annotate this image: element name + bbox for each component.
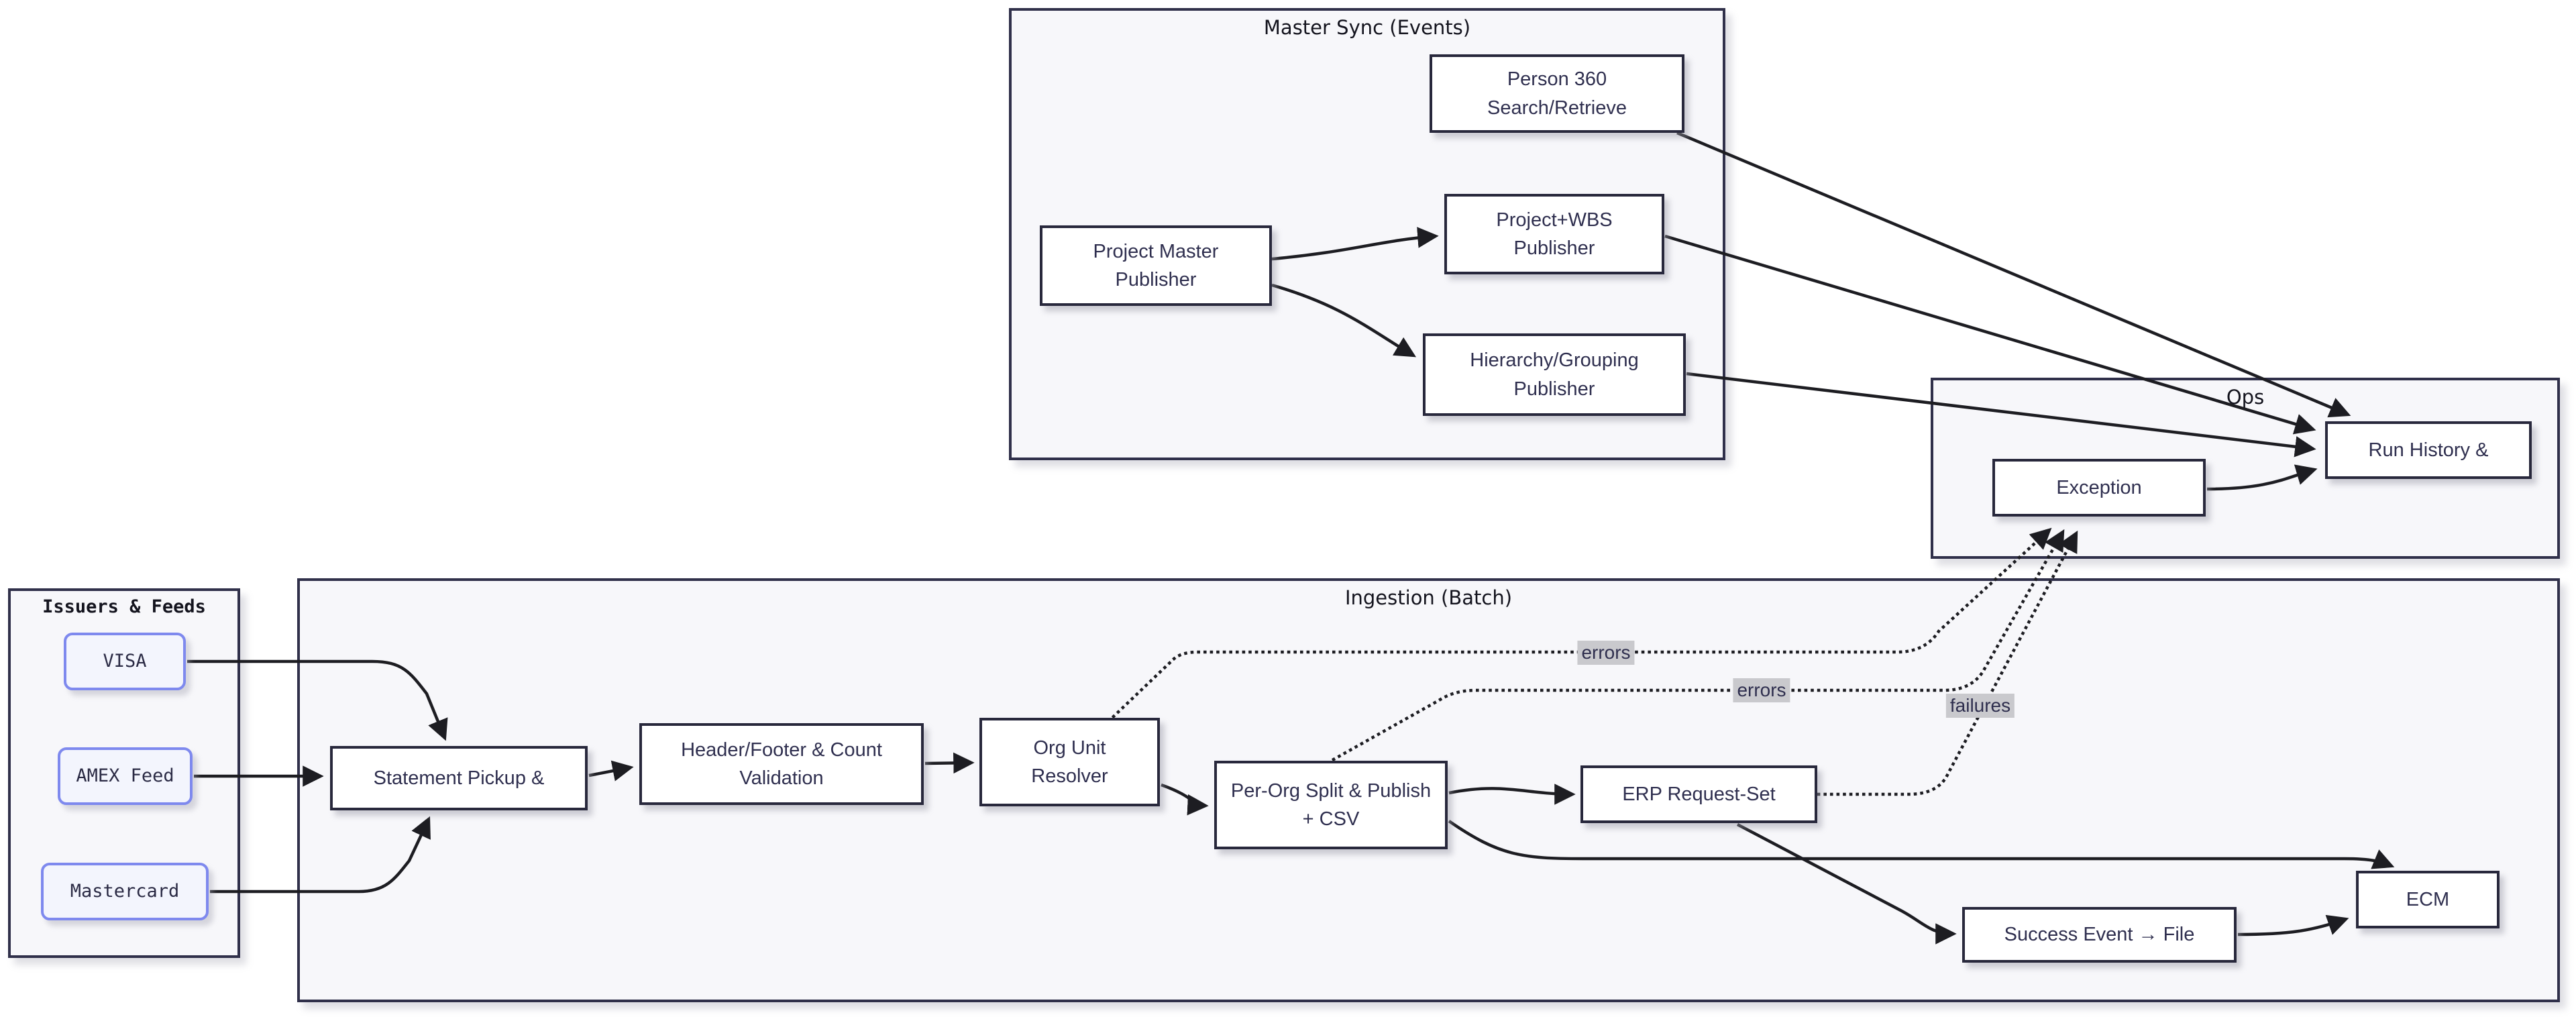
edge-label-failures-erp: failures — [1945, 694, 2015, 718]
node-statement-pickup-label: Statement Pickup & — [373, 767, 545, 789]
node-run-history: Run History & — [2325, 421, 2532, 479]
node-project-master-publisher: Project Master Publisher — [1040, 225, 1272, 306]
edge-pickup-to-header-footer — [588, 760, 634, 782]
edge-mastercard-to-pickup — [210, 816, 431, 894]
node-mastercard-label: Mastercard — [70, 881, 180, 902]
node-statement-pickup: Statement Pickup & — [330, 746, 588, 810]
edge-per-org-errors-to-exception — [1331, 529, 2065, 762]
node-visa-label: VISA — [103, 651, 147, 672]
cluster-master-sync-title: Master Sync (Events) — [1263, 16, 1471, 39]
edge-visa-to-pickup — [187, 659, 448, 741]
node-exception-label: Exception — [2056, 476, 2142, 498]
node-visa: VISA — [64, 633, 186, 690]
edge-success-event-to-ecm — [2237, 914, 2349, 936]
node-mastercard: Mastercard — [41, 863, 209, 920]
node-exception: Exception — [1992, 459, 2206, 517]
edge-hierarchy-to-run-history — [1686, 372, 2316, 458]
node-ecm: ECM — [2356, 871, 2500, 928]
node-success-event-file: Success Event → File — [1962, 907, 2237, 963]
node-erp-label: ERP Request-Set — [1622, 783, 1776, 805]
node-per-org-label: Per-Org Split & Publish + CSV — [1230, 780, 1432, 830]
edge-erp-failures-to-exception — [1817, 530, 2079, 796]
node-person360-search-retrieve: Person 360 Search/Retrieve — [1430, 54, 1684, 133]
edge-project-wbs-to-run-history — [1664, 234, 2316, 435]
edge-erp-to-success-event — [1736, 823, 1957, 945]
node-erp-request-set: ERP Request-Set — [1580, 765, 1817, 823]
node-hierarchy-grouping-publisher: Hierarchy/Grouping Publisher — [1423, 333, 1686, 416]
node-ecm-label: ECM — [2406, 888, 2450, 910]
edge-per-org-to-erp — [1448, 784, 1576, 805]
edge-person360-to-run-history — [1676, 131, 2351, 418]
edge-project-master-to-hierarchy — [1271, 283, 1417, 358]
edge-exception-to-run-history — [2206, 464, 2318, 491]
node-person360-label: Person 360 Search/Retrieve — [1487, 68, 1627, 119]
node-header-footer-label: Header/Footer & Count Validation — [681, 739, 882, 789]
edge-label-errors-org-unit: errors — [1577, 641, 1635, 665]
edge-org-unit-errors-to-exception — [1111, 527, 2052, 719]
node-project-wbs-publisher: Project+WBS Publisher — [1444, 194, 1664, 274]
node-amex-label: AMEX Feed — [76, 765, 174, 787]
node-project-wbs-label: Project+WBS Publisher — [1496, 209, 1613, 259]
node-hierarchy-label: Hierarchy/Grouping Publisher — [1470, 350, 1639, 400]
edge-label-errors-per-org: errors — [1733, 678, 1790, 702]
node-org-unit-resolver: Org Unit Resolver — [979, 718, 1160, 806]
cluster-issuers-feeds-title: Issuers & Feeds — [42, 596, 206, 617]
node-success-event-label: Success Event → File — [2004, 924, 2195, 946]
edge-org-unit-to-per-org — [1161, 783, 1209, 816]
node-project-master-label: Project Master Publisher — [1093, 240, 1219, 290]
node-per-org-split-publish-csv: Per-Org Split & Publish + CSV — [1214, 761, 1448, 849]
cluster-ingestion-batch-title: Ingestion (Batch) — [1344, 586, 1513, 609]
edge-project-master-to-project-wbs — [1271, 227, 1439, 261]
node-org-unit-label: Org Unit Resolver — [1031, 737, 1108, 787]
node-header-footer-count-validation: Header/Footer & Count Validation — [639, 723, 924, 805]
node-amex-feed: AMEX Feed — [58, 747, 193, 805]
edge-per-org-to-ecm — [1448, 820, 2395, 869]
node-run-history-label: Run History & — [2368, 439, 2489, 461]
